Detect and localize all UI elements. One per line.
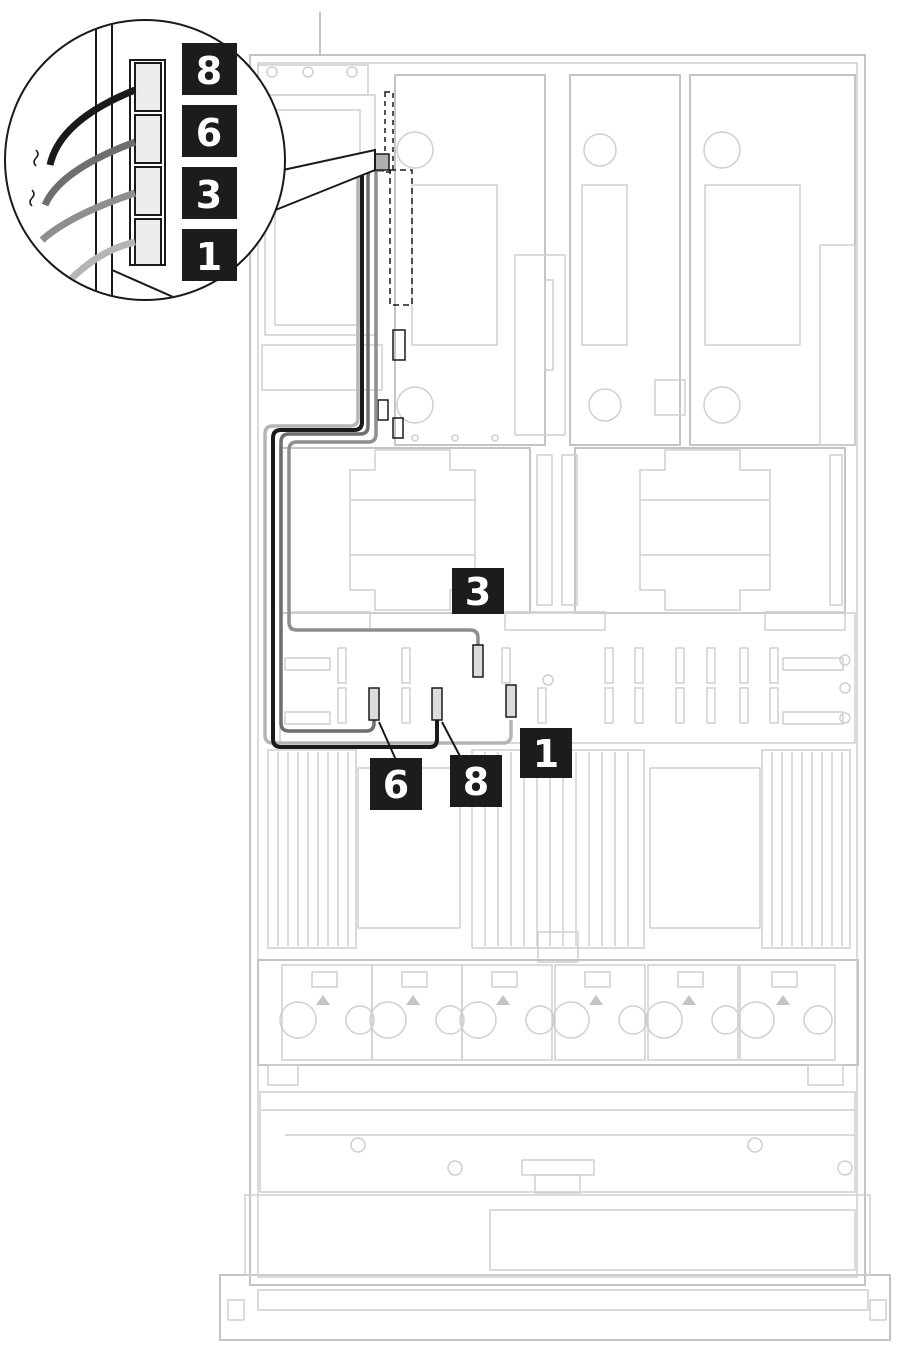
zoom-port-8: [134, 62, 162, 112]
zoom-magnifier: 8 6 3 1: [4, 19, 376, 301]
zoom-cable-3: [39, 189, 137, 243]
zoom-cable-1: [67, 238, 136, 283]
processor-heatsink-2: [536, 447, 846, 614]
svg-text:3: 3: [465, 570, 491, 614]
riser-card-1: [394, 74, 546, 446]
zoom-callout-6: 6: [182, 105, 237, 157]
fan-module-5: [645, 964, 741, 1061]
zoom-callout-1: 1: [182, 229, 237, 281]
connector-3: [472, 644, 484, 678]
svg-text:1: 1: [196, 235, 222, 279]
fan-module-2: [369, 964, 465, 1061]
svg-text:1: 1: [533, 732, 559, 776]
svg-text:3: 3: [196, 173, 222, 217]
zoom-port-6: [134, 114, 162, 164]
riser-cable-connector: [374, 153, 390, 171]
zoom-callout-8: 8: [182, 43, 237, 95]
zoom-cable-8: [46, 86, 137, 166]
zoom-cable-6: [41, 138, 137, 207]
fan-cage: [257, 959, 859, 1086]
fan-module-4: [552, 964, 648, 1061]
connector-1: [505, 684, 517, 718]
cable-6: [279, 168, 384, 733]
riser-card-3: [654, 74, 856, 446]
riser-card-2: [514, 74, 681, 446]
connector-6: [368, 687, 380, 721]
board-callout-6: 6: [370, 758, 422, 810]
dimm-bank-center: [471, 749, 645, 949]
connector-8: [431, 687, 443, 721]
zoom-port-3: [134, 166, 162, 216]
svg-text:6: 6: [383, 763, 409, 807]
dimm-bank-right: [761, 749, 851, 949]
cable-3: [287, 163, 480, 648]
front-backplane-area: [259, 1091, 856, 1194]
zoom-callout-3: 3: [182, 167, 237, 219]
fan-module-3: [459, 964, 555, 1061]
svg-text:8: 8: [463, 760, 489, 804]
server-chassis: [219, 12, 891, 1341]
svg-text:6: 6: [196, 111, 222, 155]
board-callout-3: 3: [452, 568, 504, 614]
board-connectors: [368, 644, 517, 761]
zoom-port-1: [134, 218, 162, 266]
board-callout-1: 1: [520, 728, 572, 778]
svg-text:8: 8: [196, 49, 222, 93]
cable-clip-bracket: [377, 91, 413, 439]
dimm-bank-left: [267, 749, 357, 949]
fan-module-1: [279, 964, 375, 1061]
fan-module-6: [737, 964, 836, 1061]
board-callout-8: 8: [450, 755, 502, 807]
